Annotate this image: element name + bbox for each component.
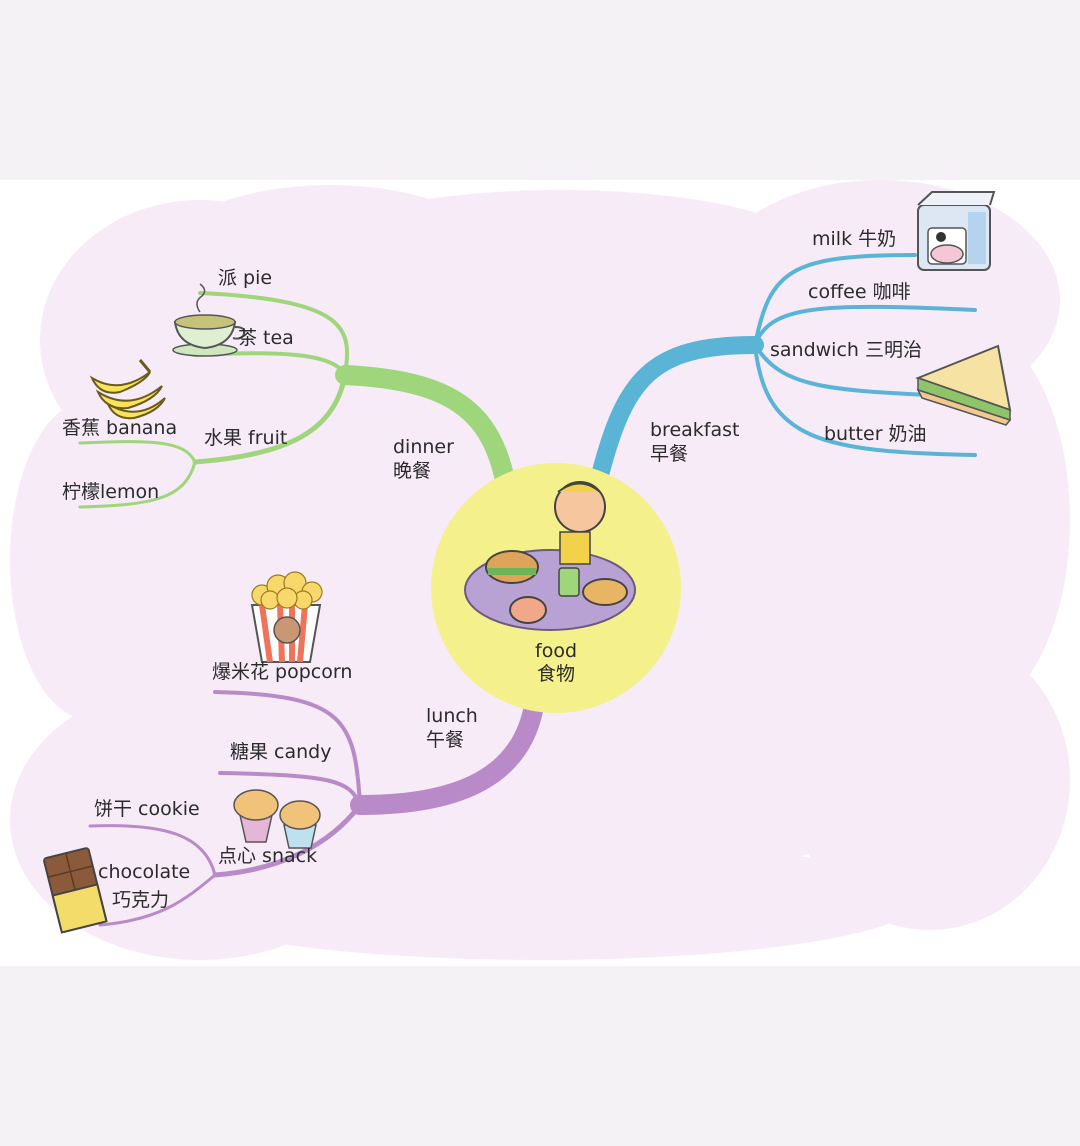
center-topic-en: food <box>535 640 577 662</box>
banana-icon <box>89 359 166 420</box>
lunch-label-zh: 午餐 <box>426 728 465 751</box>
snack-label: 点心 snack <box>218 845 318 867</box>
breakfast-label-zh: 早餐 <box>650 442 689 465</box>
center-topic-zh: 食物 <box>536 662 575 685</box>
dinner-label-zh: 晚餐 <box>393 459 432 482</box>
lunch-node: lunch 午餐 <box>426 705 478 753</box>
bottom-margin <box>0 966 1080 1146</box>
popcorn-label: 爆米花 popcorn <box>212 661 353 683</box>
lunch-branch-lines <box>88 690 545 927</box>
sandwich-label: sandwich 三明治 <box>770 339 922 361</box>
milk-carton-icon <box>917 191 996 271</box>
fruit-label: 水果 fruit <box>204 427 288 449</box>
popcorn-icon <box>250 571 323 663</box>
chocolate-label-en: chocolate <box>98 861 191 883</box>
sandwich-icon <box>915 344 1012 426</box>
breakfast-label-en: breakfast <box>650 419 740 441</box>
top-margin <box>0 0 1080 180</box>
dinner-node: dinner 晚餐 <box>393 436 454 484</box>
cookie-label: 饼干 cookie <box>94 798 200 820</box>
lemon-label: 柠檬lemon <box>62 481 160 503</box>
coffee-label: coffee 咖啡 <box>808 281 911 303</box>
lunch-label-en: lunch <box>426 705 478 727</box>
pie-label: 派 pie <box>218 267 273 289</box>
chocolate-icon <box>43 847 108 934</box>
center-topic: food 食物 <box>516 640 596 686</box>
dinner-branch-lines <box>78 291 515 509</box>
tea-cup-icon <box>172 283 246 357</box>
banana-label: 香蕉 banana <box>62 417 178 439</box>
breakfast-node: breakfast 早餐 <box>650 419 739 467</box>
milk-label: milk 牛奶 <box>812 228 897 250</box>
butter-label: butter 奶油 <box>824 423 927 445</box>
dinner-label-en: dinner <box>393 436 454 458</box>
candy-label: 糖果 candy <box>230 741 332 763</box>
food-table-icon <box>431 463 681 713</box>
tea-label: 茶 tea <box>238 327 294 349</box>
cupcake-icon <box>233 789 321 849</box>
breakfast-branch-lines <box>591 253 977 484</box>
chocolate-label-zh: 巧克力 <box>112 889 170 911</box>
